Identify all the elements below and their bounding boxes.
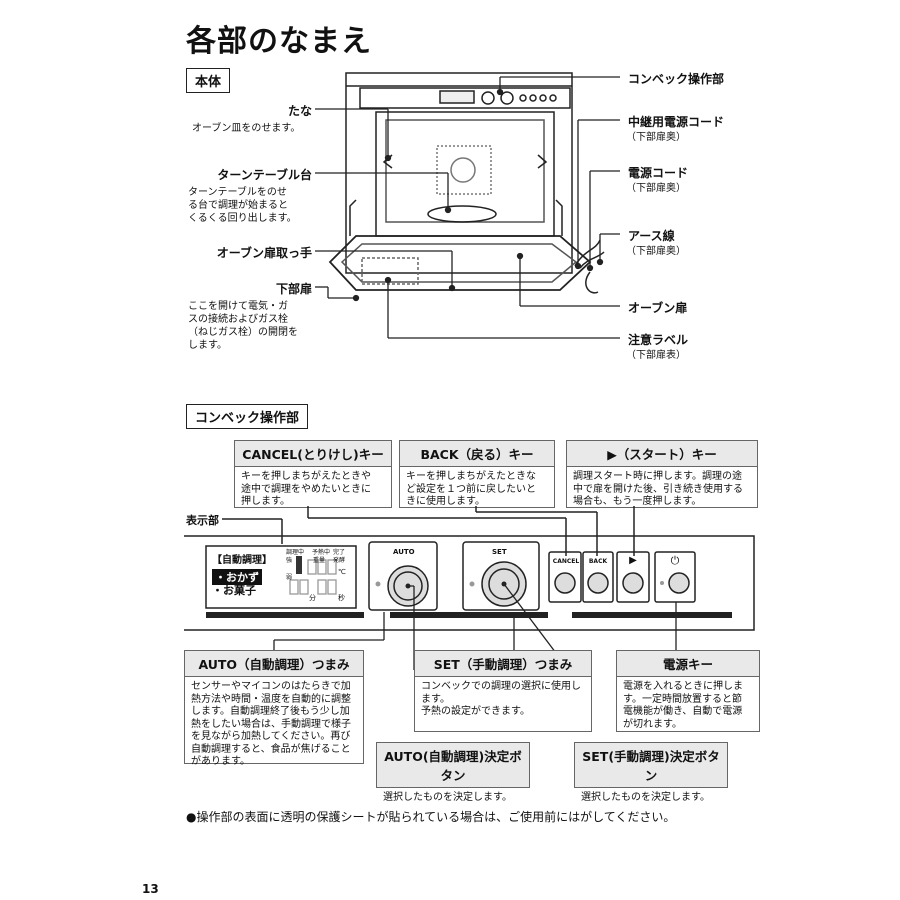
box-set-knob-line: コンベックでの調理の選択に使用し [421, 681, 581, 692]
auto-knob-label: AUTO [393, 548, 415, 556]
back-button[interactable]: BACK [583, 558, 613, 565]
box-start-head: ▶（スタート）キー [567, 441, 757, 467]
box-auto-ok: AUTO(自動調理)決定ボタン 選択したものを決定します。 [376, 742, 530, 803]
back-button-label: BACK [588, 558, 608, 565]
box-power-head: 電源キー [617, 651, 759, 677]
box-back-head: BACK（戻る）キー [400, 441, 554, 467]
label-oven-door: オーブン扉 [628, 301, 688, 315]
box-start-line: 調理スタート時に押します。調理の途 [573, 471, 742, 482]
label-relay-cord: 中継用電源コード [628, 115, 725, 129]
sub-caution: （下部扉表） [626, 350, 686, 361]
box-cancel-key: CANCEL(とりけし)キー キーを押しまちがえたときや 途中で調理をやめたいと… [234, 440, 392, 508]
box-auto-ok-head: AUTO(自動調理)決定ボタン [377, 743, 529, 788]
display-status-weight: 重量 [313, 557, 326, 564]
box-set-knob-line: ます。 [421, 693, 450, 705]
box-auto-knob-line: センサーやマイコンのはたらきで加 [191, 681, 351, 692]
power-button[interactable]: ⏻ [655, 554, 695, 568]
oven-illustration [315, 72, 620, 339]
label-earth-wire: アース線 [628, 229, 675, 243]
box-auto-knob-head: AUTO（自動調理）つまみ [185, 651, 363, 677]
display-menu-okashi: ・お菓子 [212, 584, 256, 597]
box-auto-knob-line: があります。 [191, 756, 250, 767]
label-shelf: たな [287, 104, 312, 118]
display-status-preheat: 予熱中 [312, 549, 331, 556]
box-set-ok: SET(手動調理)決定ボタン 選択したものを決定します。 [574, 742, 728, 803]
box-back-line: ど設定を１つ前に戻したいと [406, 483, 536, 495]
auto-knob[interactable] [370, 564, 446, 610]
box-start-key: ▶（スタート）キー 調理スタート時に押します。調理の途 中で扉を開けた後、引き続… [566, 440, 758, 508]
box-back-line: キーを押しまちがえたときな [406, 471, 536, 482]
set-knob-label: SET [492, 548, 507, 556]
cancel-button[interactable]: CANCEL [550, 558, 582, 565]
page-number: 13 [142, 882, 159, 896]
box-start-line: 場合も、もう一度押します。 [573, 496, 702, 507]
play-icon: ▶ [629, 555, 637, 566]
box-power-line: が切れます。 [623, 718, 682, 730]
desc-lower-door-3: （ねじガス栓）の開閉を [188, 327, 298, 338]
desc-lower-door-2: スの接続およびガス栓 [188, 314, 288, 325]
box-set-ok-line: 選択したものを決定します。 [581, 792, 710, 803]
box-cancel-head: CANCEL(とりけし)キー [235, 441, 391, 467]
box-power-key: 電源キー 電源を入れるときに押しま す。一定時間放置すると節 電機能が働き、自動… [616, 650, 760, 732]
display-status-cooking: 調理中 [286, 549, 305, 556]
desc-shelf: オーブン皿をのせます。 [192, 123, 301, 134]
display-status-done: 完了 [333, 549, 346, 556]
display-unit-c: ℃ [338, 568, 346, 576]
sub-power-cord: （下部扉奥） [626, 183, 686, 194]
display-unit-sec: 秒 [338, 594, 345, 602]
display-unit-min: 分 [309, 594, 316, 602]
display-menu-okazu: ・おかず [212, 569, 262, 585]
box-auto-knob-line: を見ながら加熱してください。再び [191, 731, 351, 742]
power-icon: ⏻ [670, 554, 680, 567]
box-back-key: BACK（戻る）キー キーを押しまちがえたときな ど設定を１つ前に戻したいと き… [399, 440, 555, 508]
desc-lower-door-1: ここを開けて電気・ガ [188, 301, 288, 312]
label-caution: 注意ラベル [628, 333, 689, 347]
label-door-handle: オーブン扉取っ手 [216, 246, 312, 260]
label-display: 表示部 [186, 514, 219, 527]
display-status-strong: 強 [286, 557, 293, 564]
display-status-ferment: 発酵 [333, 557, 346, 564]
box-power-line: 電源を入れるときに押しま [623, 681, 743, 692]
box-power-line: す。一定時間放置すると節 [623, 693, 742, 705]
box-set-knob: SET（手動調理）つまみ コンベックでの調理の選択に使用し ます。 予熱の設定が… [414, 650, 592, 732]
box-cancel-line: キーを押しまちがえたときや [241, 471, 371, 482]
display-status-weak: 弱 [286, 574, 293, 581]
box-auto-knob-line: します。自動調理終了後もう少し加 [191, 706, 350, 717]
box-back-line: きに使用します。 [406, 496, 485, 507]
box-power-line: 電機能が働き、自動で電源 [623, 706, 743, 717]
box-start-line: 中で扉を開けた後、引き続き使用する [573, 483, 743, 495]
desc-lower-door-4: します。 [188, 340, 227, 351]
label-lower-door: 下部扉 [275, 282, 312, 296]
label-control-panel: コンベック操作部 [628, 72, 725, 86]
set-knob[interactable] [466, 562, 542, 608]
box-cancel-line: 押します。 [241, 496, 290, 507]
start-button[interactable]: ▶ [617, 555, 649, 566]
desc-turntable-2: る台で調理が始まると [188, 200, 288, 211]
section-label-body: 本体 [186, 68, 231, 93]
box-auto-knob-line: 自動調理すると、食品が焦げること [191, 743, 351, 755]
box-auto-ok-line: 選択したものを決定します。 [383, 792, 512, 803]
label-power-cord: 電源コード [628, 166, 689, 180]
box-set-knob-head: SET（手動調理）つまみ [415, 651, 591, 677]
box-auto-knob: AUTO（自動調理）つまみ センサーやマイコンのはたらきで加 熱方法や時間・温度… [184, 650, 364, 767]
desc-turntable-3: くるくる回り出します。 [188, 213, 297, 224]
box-set-knob-line: 予熱の設定ができます。 [421, 706, 530, 717]
box-set-ok-head: SET(手動調理)決定ボタン [575, 743, 727, 788]
page-title: 各部のなまえ [186, 24, 372, 59]
sub-earth-wire: （下部扉奥） [626, 246, 686, 257]
box-cancel-line: 途中で調理をやめたいときに [241, 483, 371, 495]
sub-relay-cord: （下部扉奥） [626, 132, 686, 143]
section-label-panel: コンベック操作部 [186, 404, 309, 429]
box-auto-knob-line: 熱をしたい場合は、手動調理で様子 [191, 718, 351, 730]
box-auto-knob-line: 熱方法や時間・温度を自動的に調整 [191, 693, 351, 705]
label-turntable: ターンテーブル台 [217, 168, 312, 182]
desc-turntable-1: ターンテーブルをのせ [188, 187, 287, 198]
cancel-button-label: CANCEL [552, 558, 580, 565]
protective-sheet-note: ●操作部の表面に透明の保護シートが貼られている場合は、ご使用前にはがしてください… [186, 810, 676, 824]
display-auto-mode: 【自動調理】 [212, 555, 272, 566]
panel-illustration [184, 506, 755, 670]
